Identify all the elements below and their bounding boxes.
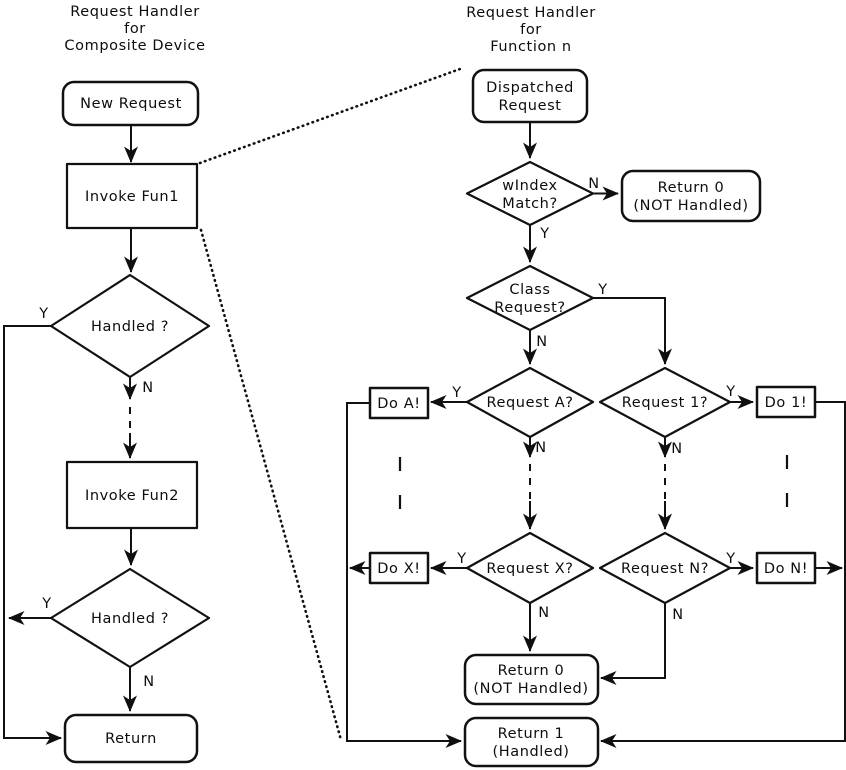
- class-no-label: N: [536, 334, 547, 350]
- return0-bottom-box: [463, 653, 600, 706]
- dotted-zoom-line-top: [198, 67, 462, 165]
- new-request-label: New Request: [80, 96, 182, 112]
- request-x-no-label: N: [538, 605, 549, 621]
- class-request-label-line2: Request?: [494, 300, 565, 316]
- invoke-fun2-box: [65, 460, 199, 530]
- return0-bottom-label-line1: Return 0: [498, 663, 565, 679]
- windex-no-label: N: [588, 176, 599, 192]
- left-title-line2: for: [124, 21, 146, 37]
- right-diagram-title: Request Handler for Function n: [466, 5, 596, 55]
- node-windex-match-decision: wIndex Match?: [465, 160, 595, 227]
- class-request-label-line1: Class: [509, 282, 550, 298]
- request-x-yes-label: Y: [456, 551, 466, 567]
- do-a-box: [368, 386, 430, 420]
- new-request-box: [61, 80, 200, 127]
- request-a-diamond: [465, 366, 595, 439]
- node-do-1: Do 1!: [755, 385, 817, 419]
- right-title-line3: Function n: [490, 39, 571, 55]
- return-box: [63, 713, 199, 764]
- node-new-request: New Request: [61, 80, 200, 127]
- left-diagram-title: Request Handler for Composite Device: [64, 4, 205, 54]
- windex-yes-label: Y: [539, 226, 549, 242]
- request-x-diamond: [465, 531, 595, 605]
- node-return1: Return 1 (Handled): [463, 716, 600, 768]
- return0-bottom-label-line2: (NOT Handled): [473, 681, 588, 697]
- windex-match-diamond: [465, 160, 595, 227]
- node-return: Return: [63, 713, 199, 764]
- return1-label-line1: Return 1: [498, 726, 565, 742]
- request-n-yes-label: Y: [725, 551, 735, 567]
- return1-box: [463, 716, 600, 768]
- node-invoke-fun2: Invoke Fun2: [65, 460, 199, 530]
- right-title-line2: for: [520, 22, 542, 38]
- do-n-box: [755, 551, 817, 585]
- do-x-box: [368, 551, 430, 585]
- request-n-label: Request N?: [621, 561, 709, 577]
- request-a-no-label: N: [535, 440, 546, 456]
- node-request-1-decision: Request 1?: [598, 366, 732, 439]
- node-do-n: Do N!: [755, 551, 817, 585]
- handled2-label: Handled ?: [91, 611, 169, 627]
- node-invoke-fun1: Invoke Fun1: [65, 162, 199, 230]
- request-n-diamond: [598, 531, 732, 605]
- handled2-no-label: N: [143, 674, 154, 690]
- invoke-fun2-label: Invoke Fun2: [85, 488, 179, 504]
- handled1-yes-label: Y: [38, 306, 48, 322]
- node-return0-top: Return 0 (NOT Handled): [620, 169, 762, 223]
- request-a-label: Request A?: [486, 395, 573, 411]
- request-1-no-label: N: [671, 441, 682, 457]
- right-title-line1: Request Handler: [466, 5, 596, 21]
- do-n-label: Do N!: [764, 561, 808, 577]
- dispatched-request-label-line2: Request: [498, 98, 561, 114]
- handled1-label: Handled ?: [91, 319, 169, 335]
- node-dispatched-request: Dispatched Request: [471, 68, 589, 124]
- dotted-zoom-line-bottom: [199, 228, 343, 742]
- node-do-x: Do X!: [368, 551, 430, 585]
- do-1-box: [755, 385, 817, 419]
- request-x-label: Request X?: [486, 561, 573, 577]
- do-1-label: Do 1!: [765, 395, 808, 411]
- request-a-yes-label: Y: [451, 385, 461, 401]
- handled2-yes-label: Y: [41, 596, 51, 612]
- request-1-label: Request 1?: [622, 395, 708, 411]
- return1-label-line2: (Handled): [492, 744, 569, 760]
- branch-labels: Y N Y N N Y Y N Y N Y N Y N Y N: [38, 176, 735, 690]
- return-label: Return: [105, 731, 157, 747]
- left-title-line1: Request Handler: [70, 4, 200, 20]
- node-class-request-decision: Class Request?: [465, 264, 595, 332]
- class-yes-label: Y: [597, 282, 607, 298]
- handled1-no-label: N: [142, 380, 153, 396]
- return0-top-label-line2: (NOT Handled): [633, 198, 748, 214]
- request-1-yes-label: Y: [725, 384, 735, 400]
- dispatched-request-box: [471, 68, 589, 124]
- conn-requestn-no-to-return0: [600, 603, 666, 685]
- handled2-diamond: [49, 567, 211, 669]
- request-1-diamond: [598, 366, 732, 439]
- node-return0-bottom: Return 0 (NOT Handled): [463, 653, 600, 706]
- do-x-label: Do X!: [377, 561, 420, 577]
- handled1-diamond: [49, 273, 211, 379]
- do-a-label: Do A!: [377, 396, 420, 412]
- node-handled1-decision: Handled ?: [49, 273, 211, 379]
- invoke-fun1-label: Invoke Fun1: [85, 189, 179, 205]
- node-request-n-decision: Request N?: [598, 531, 732, 605]
- invoke-fun1-box: [65, 162, 199, 230]
- conn-doa-to-return1: [346, 402, 462, 748]
- class-request-diamond: [465, 264, 595, 332]
- windex-match-label-line1: wIndex: [502, 178, 557, 194]
- dispatched-request-label-line1: Dispatched: [486, 80, 574, 96]
- windex-match-label-line2: Match?: [502, 196, 558, 212]
- node-do-a: Do A!: [368, 386, 430, 420]
- conn-handled1-yes-to-return: [3, 325, 62, 745]
- return0-top-box: [620, 169, 762, 223]
- node-request-a-decision: Request A?: [465, 366, 595, 439]
- conn-class-yes-to-request1: [593, 297, 672, 365]
- node-request-x-decision: Request X?: [465, 531, 595, 605]
- return0-top-label-line1: Return 0: [658, 180, 725, 196]
- conn-do1-to-return1: [600, 401, 846, 748]
- node-handled2-decision: Handled ?: [49, 567, 211, 669]
- request-n-no-label: N: [672, 607, 683, 623]
- left-title-line3: Composite Device: [64, 38, 205, 54]
